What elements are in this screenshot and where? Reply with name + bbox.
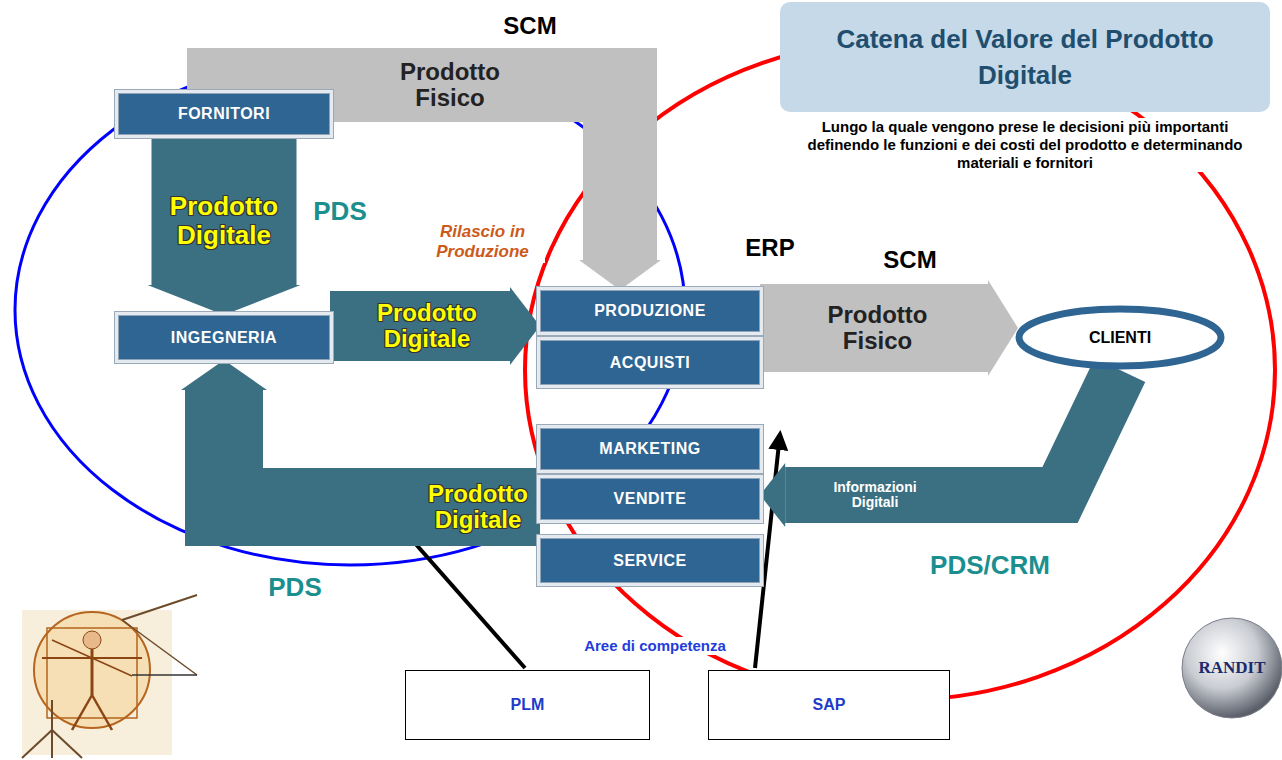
flow-label: Prodotto Fisico [385, 59, 515, 112]
note-text: Lungo la quale vengono prese le decision… [785, 118, 1265, 172]
arrow-head [510, 287, 540, 365]
note-text: Aree di competenza [578, 637, 732, 655]
section-label: PDS [255, 572, 335, 603]
flow-arrow [330, 287, 540, 365]
section-label: PDS/CRM [915, 550, 1065, 581]
node-text: ACQUISTI [610, 354, 690, 372]
process-box: INGEGNERIA [118, 315, 330, 360]
arrow-head [148, 285, 301, 315]
flow-arrow [148, 135, 301, 315]
system-box: SAP [708, 670, 950, 740]
node-text: SAP [813, 696, 846, 714]
arrow-head [579, 260, 661, 290]
flow-label: Prodotto Fisico [813, 302, 943, 355]
arrow-body [760, 284, 988, 372]
process-box: MARKETING [540, 428, 760, 470]
process-box: ACQUISTI [540, 340, 760, 385]
process-box: FORNITORI [118, 93, 330, 135]
arrow-head [760, 463, 785, 527]
arrow-head [988, 280, 1018, 376]
process-box: PRODUZIONE [540, 290, 760, 332]
arrow-body [785, 370, 1120, 495]
arrow-head [181, 360, 267, 390]
node-text: CLIENTI [1089, 329, 1151, 347]
process-box: SERVICE [540, 538, 760, 583]
section-label: ERP [735, 234, 805, 263]
flow-label: Prodotto Digitale [413, 481, 543, 534]
arrow-body [330, 291, 510, 361]
flow-label: Prodotto Digitale [357, 300, 497, 353]
node-text: FORNITORI [178, 105, 270, 123]
node-text: INGEGNERIA [171, 329, 277, 347]
node-text: PLM [511, 696, 545, 714]
node-text: VENDITE [614, 490, 687, 508]
process-box: VENDITE [540, 478, 760, 520]
logo-text: RANDIT [1187, 658, 1277, 678]
flow-label: Informazioni Digitali [825, 480, 925, 511]
node-text: Catena del Valore del Prodotto Digitale [790, 21, 1260, 94]
section-label: PDS [300, 196, 380, 227]
flow-label: Prodotto Digitale [154, 192, 294, 249]
flow-arrow [760, 280, 1018, 376]
randit-logo-sphere [1182, 618, 1282, 718]
vitruvian-logo [22, 595, 197, 758]
note-text: Rilascio in Produzione [420, 222, 545, 263]
node-text: PRODUZIONE [594, 302, 706, 320]
system-box: PLM [405, 670, 650, 740]
customer-ellipse: CLIENTI [1015, 305, 1225, 370]
title-banner: Catena del Valore del Prodotto Digitale [780, 2, 1270, 112]
flow-arrow [760, 370, 1120, 527]
node-text: SERVICE [613, 552, 686, 570]
arrow-body [152, 135, 297, 285]
section-label: SCM [480, 12, 580, 41]
node-text: MARKETING [599, 440, 700, 458]
section-label: SCM [865, 246, 955, 275]
